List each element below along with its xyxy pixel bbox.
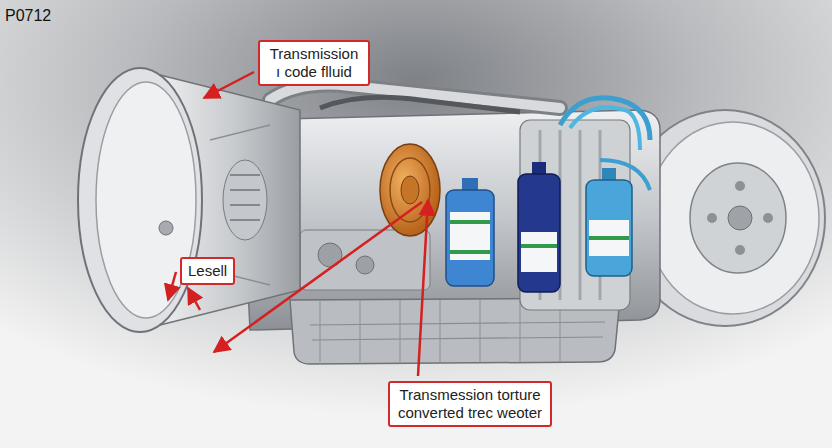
callout-box: Transmission ı code flluid xyxy=(258,40,370,86)
torque-converter xyxy=(380,144,440,236)
transmission-case xyxy=(240,110,660,364)
leader-lines xyxy=(168,72,428,376)
diagram-title: P0712 xyxy=(5,6,51,25)
top-pipe xyxy=(270,85,560,112)
fluid-bottles xyxy=(446,162,632,292)
callout-text: Transmission ı code flluid xyxy=(266,45,362,81)
callout-box: Lesell xyxy=(180,257,235,285)
callout-text: Lesell xyxy=(188,262,227,280)
callout-box: Transmession torture converted trec weot… xyxy=(388,381,552,427)
callout-text: Transmession torture converted trec weot… xyxy=(396,386,544,422)
bell-housing xyxy=(78,68,300,332)
blue-hoses xyxy=(560,98,650,190)
